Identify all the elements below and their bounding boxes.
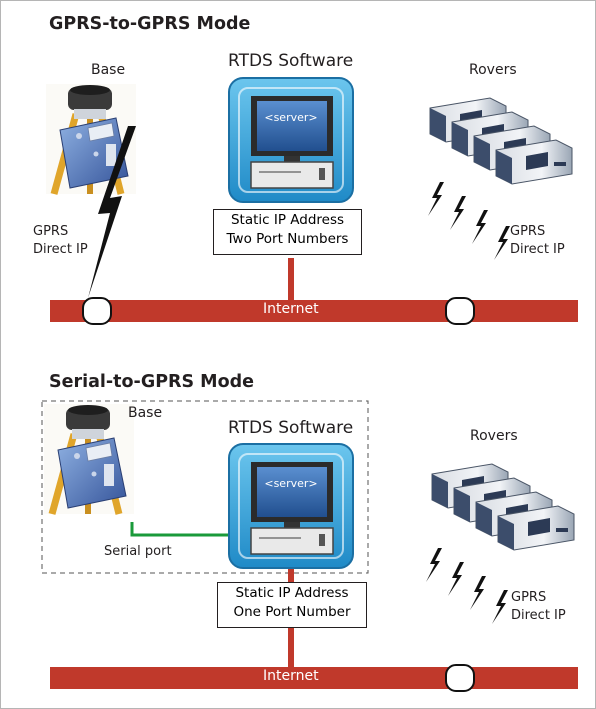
base-label: Base <box>128 405 163 421</box>
ip-box-line: Static IP Address <box>235 585 349 601</box>
software-label: RTDS Software <box>228 51 354 71</box>
lightning-bolt-icon <box>426 548 442 582</box>
lightning-bolt-icon <box>450 196 466 230</box>
server-computer-icon <box>228 443 354 569</box>
internet-label: Internet <box>263 301 319 317</box>
rover-link-line: Direct IP <box>510 242 565 257</box>
ip-address-box: Static IP Address One Port Number <box>217 582 367 628</box>
base-label: Base <box>91 62 126 78</box>
server-tag: <server> <box>264 477 317 490</box>
rovers-label: Rovers <box>469 62 517 78</box>
connection-port-icon <box>445 664 475 692</box>
rover-link-line: GPRS <box>511 590 547 605</box>
serial-port-label: Serial port <box>104 544 172 559</box>
connection-port-icon <box>82 297 112 325</box>
ip-address-box: Static IP Address Two Port Numbers <box>213 209 362 255</box>
gps-base-station-icon <box>44 404 134 514</box>
lightning-bolt-icon <box>448 562 464 596</box>
rover-link-label: GPRS Direct IP <box>511 589 566 625</box>
ip-box-line: Two Port Numbers <box>226 231 349 247</box>
connection-port-icon <box>445 297 475 325</box>
base-link-label: GPRS Direct IP <box>33 223 88 259</box>
internet-label: Internet <box>263 668 319 684</box>
ip-box-line: Static IP Address <box>230 212 345 228</box>
server-uplink-line <box>288 258 294 303</box>
server-computer-icon <box>228 77 354 203</box>
gps-base-station-icon <box>46 84 136 194</box>
rovers-label: Rovers <box>470 428 518 444</box>
base-link-line: GPRS <box>33 224 69 239</box>
software-label: RTDS Software <box>228 418 354 438</box>
local-site-boundary <box>41 400 369 574</box>
lightning-bolt-icon <box>492 590 508 624</box>
server-tag: <server> <box>264 111 317 124</box>
lightning-bolt-icon <box>88 126 136 298</box>
lightning-bolt-icon <box>470 576 486 610</box>
rover-link-label: GPRS Direct IP <box>510 223 565 259</box>
lightning-bolt-icon <box>428 182 444 216</box>
lightning-bolt-icon <box>472 210 488 244</box>
panel-title: GPRS-to-GPRS Mode <box>49 14 251 34</box>
rover-link-line: GPRS <box>510 224 546 239</box>
base-link-line: Direct IP <box>33 242 88 257</box>
ip-box-line: One Port Number <box>233 604 351 620</box>
serial-cable <box>130 522 258 537</box>
panel-title: Serial-to-GPRS Mode <box>49 372 255 392</box>
lightning-bolt-icon <box>494 226 510 260</box>
rover-link-line: Direct IP <box>511 608 566 623</box>
